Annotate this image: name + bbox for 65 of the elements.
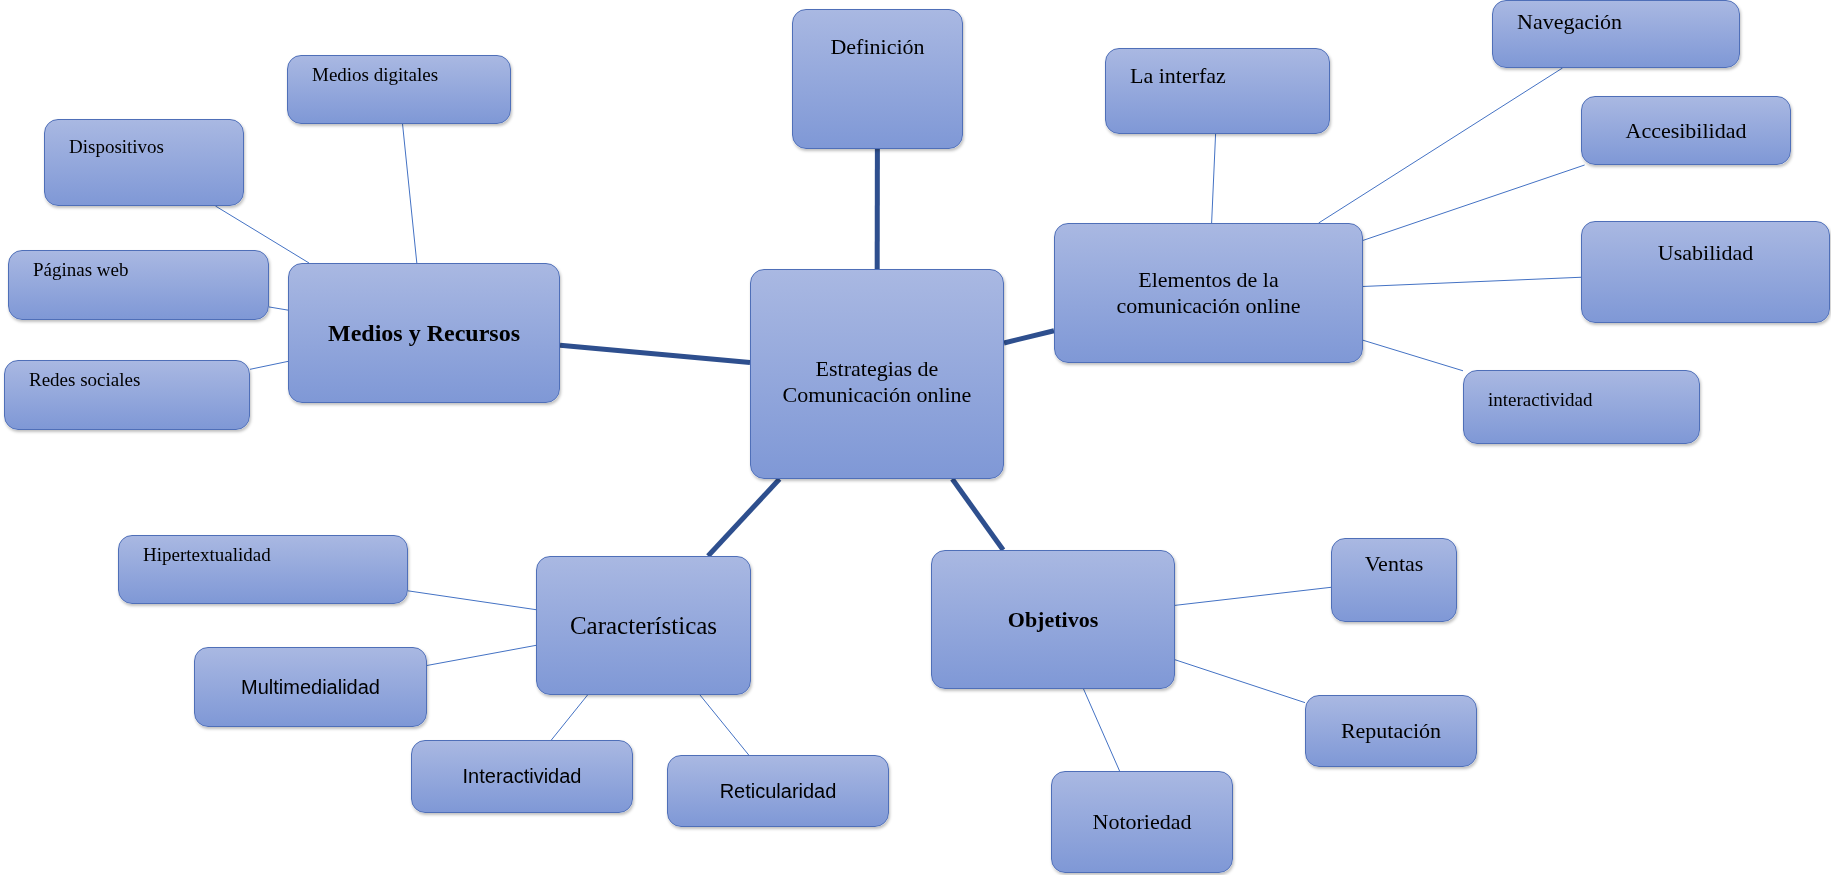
connector-line xyxy=(1362,339,1464,372)
concept-box xyxy=(1054,223,1363,363)
concept-box xyxy=(792,9,963,149)
node-label: Multimedialidad xyxy=(241,675,380,699)
connector-line xyxy=(1362,276,1582,287)
concept-box xyxy=(931,550,1175,689)
node-label: Páginas web xyxy=(33,259,129,281)
connector-line xyxy=(1362,164,1586,241)
node-label: Navegación xyxy=(1517,9,1623,35)
connector-line xyxy=(550,694,589,741)
connector-line xyxy=(402,123,418,264)
connector-line xyxy=(407,590,537,611)
connector-line xyxy=(699,694,750,756)
concept-box xyxy=(1331,538,1457,622)
connector-line xyxy=(1083,688,1121,772)
connector-line xyxy=(1174,659,1306,704)
node-label: Interactividad xyxy=(462,765,582,788)
concept-box xyxy=(1105,48,1330,134)
node-label: Notoriedad xyxy=(1092,809,1192,835)
node-label: Medios digitales xyxy=(312,64,439,86)
concept-box xyxy=(1581,221,1830,323)
concept-box xyxy=(1305,695,1477,767)
connector-line xyxy=(214,205,310,264)
concept-box xyxy=(44,119,244,206)
connector-line xyxy=(559,342,751,365)
concept-box xyxy=(288,263,560,403)
connector-line xyxy=(874,149,880,269)
concept-box xyxy=(750,269,1004,479)
node-label: Objetivos xyxy=(1007,606,1099,633)
node-label: Definición xyxy=(830,34,925,60)
connector-line xyxy=(950,477,1006,552)
node-label: Dispositivos xyxy=(69,136,165,158)
node-label: La interfaz xyxy=(1130,63,1226,89)
concept-box xyxy=(4,360,250,430)
node-label: Características xyxy=(569,611,718,640)
concept-box xyxy=(536,556,751,695)
concept-box xyxy=(1463,370,1700,444)
node-label: Usabilidad xyxy=(1657,240,1754,266)
connector-line xyxy=(1211,133,1217,224)
node-label: interactividad xyxy=(1488,389,1593,411)
concept-box xyxy=(8,250,269,320)
node-label: Medios y Recursos xyxy=(328,319,520,347)
node-label: Redes sociales xyxy=(29,369,141,391)
node-label: Estrategias de Comunicación online xyxy=(781,356,973,408)
connector-line xyxy=(1318,67,1563,224)
node-label: Reticularidad xyxy=(719,779,837,803)
concept-box xyxy=(1051,771,1233,873)
concept-box xyxy=(118,535,408,604)
connector-line xyxy=(268,306,289,311)
node-label: Elementos de la comunicación online xyxy=(1115,267,1302,319)
connector-line xyxy=(426,644,537,666)
concept-box xyxy=(1581,96,1791,165)
concept-box xyxy=(667,755,889,827)
node-label: Accesibilidad xyxy=(1625,117,1747,144)
concept-box xyxy=(411,740,633,813)
connector-line xyxy=(1174,586,1332,606)
node-label: Reputación xyxy=(1340,718,1442,744)
concept-box xyxy=(287,55,511,124)
node-label: Hipertextualidad xyxy=(143,544,271,566)
connector-line xyxy=(1003,328,1055,346)
connector-line xyxy=(706,477,782,558)
connector-line xyxy=(249,360,289,370)
node-label: Ventas xyxy=(1364,551,1424,577)
concept-box xyxy=(1492,0,1740,68)
concept-box xyxy=(194,647,427,727)
